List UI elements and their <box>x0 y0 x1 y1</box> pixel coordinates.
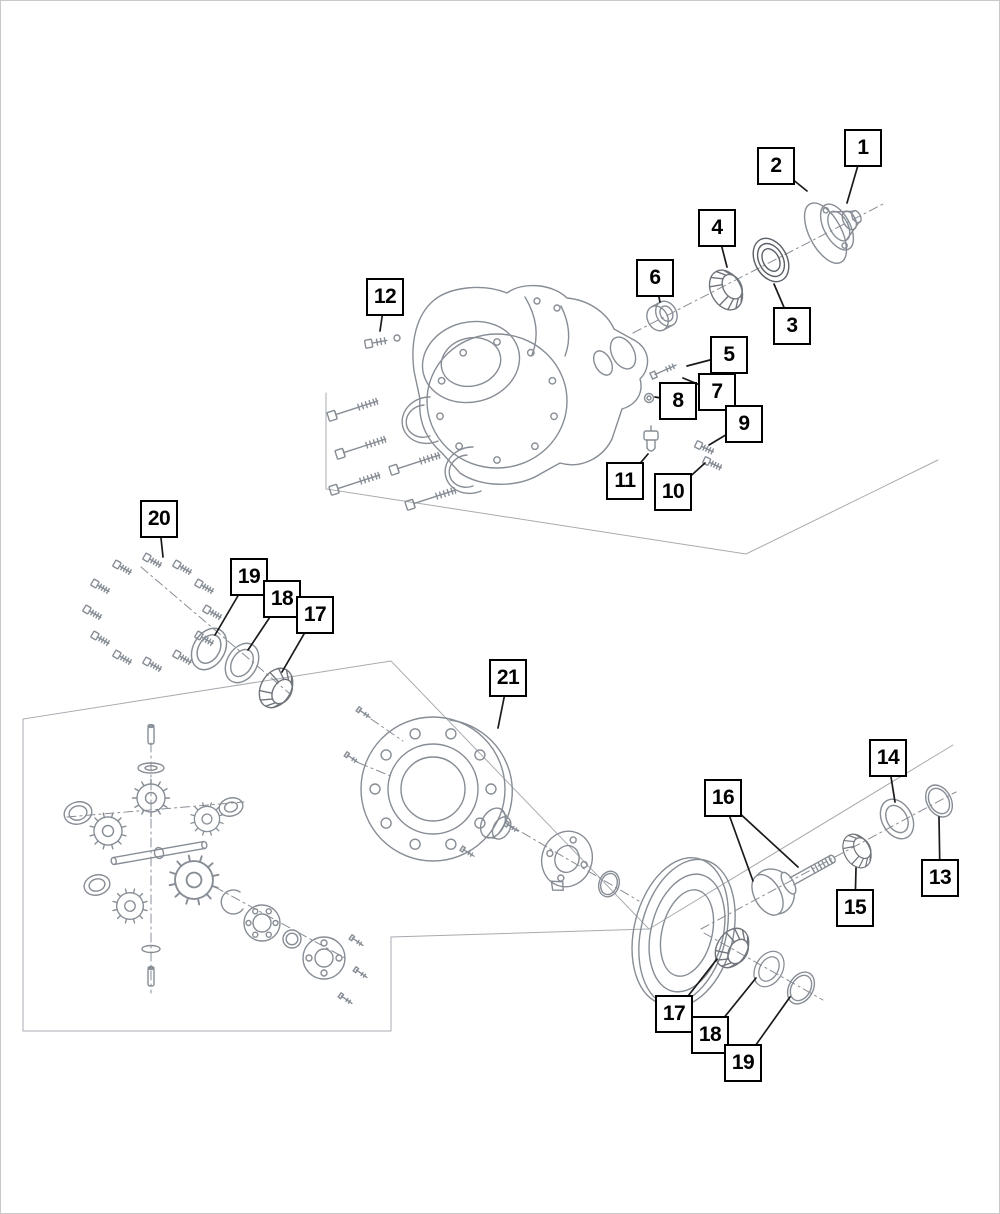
callout-6: 6 <box>636 259 674 297</box>
callout-13: 13 <box>921 859 959 897</box>
callout-21: 21 <box>489 659 527 697</box>
callout-18b: 18 <box>691 1016 729 1054</box>
callout-19b: 19 <box>724 1044 762 1082</box>
callout-2: 2 <box>757 147 795 185</box>
differential-case-drawing <box>343 706 513 862</box>
callout-15: 15 <box>836 889 874 927</box>
callout-17: 17 <box>296 596 334 634</box>
sensor-drawing <box>643 425 659 452</box>
callout-14: 14 <box>869 739 907 777</box>
drive-pinion-drawing <box>751 854 836 916</box>
pinion-flange-drawing <box>803 202 862 264</box>
callout-7: 7 <box>698 373 736 411</box>
axle-housing-drawing <box>401 284 649 495</box>
callout-8: 8 <box>659 382 697 420</box>
callout-9: 9 <box>725 405 763 443</box>
fastener-parts-drawing <box>643 363 724 472</box>
callout-20: 20 <box>140 500 178 538</box>
callout-19: 19 <box>230 558 268 596</box>
pinion-seal-drawing <box>752 237 790 283</box>
callout-3: 3 <box>773 307 811 345</box>
vent-plug-drawing <box>363 334 401 349</box>
callout-5: 5 <box>710 336 748 374</box>
callout-4: 4 <box>698 209 736 247</box>
callout-17b: 17 <box>655 995 693 1033</box>
bearing-retainer-drawing <box>459 820 621 898</box>
callout-1: 1 <box>844 129 882 167</box>
callout-11: 11 <box>606 462 644 500</box>
callout-16: 16 <box>704 779 742 817</box>
callout-12: 12 <box>366 278 404 316</box>
internal-gears-drawing <box>63 723 370 1007</box>
callout-10: 10 <box>654 473 692 511</box>
